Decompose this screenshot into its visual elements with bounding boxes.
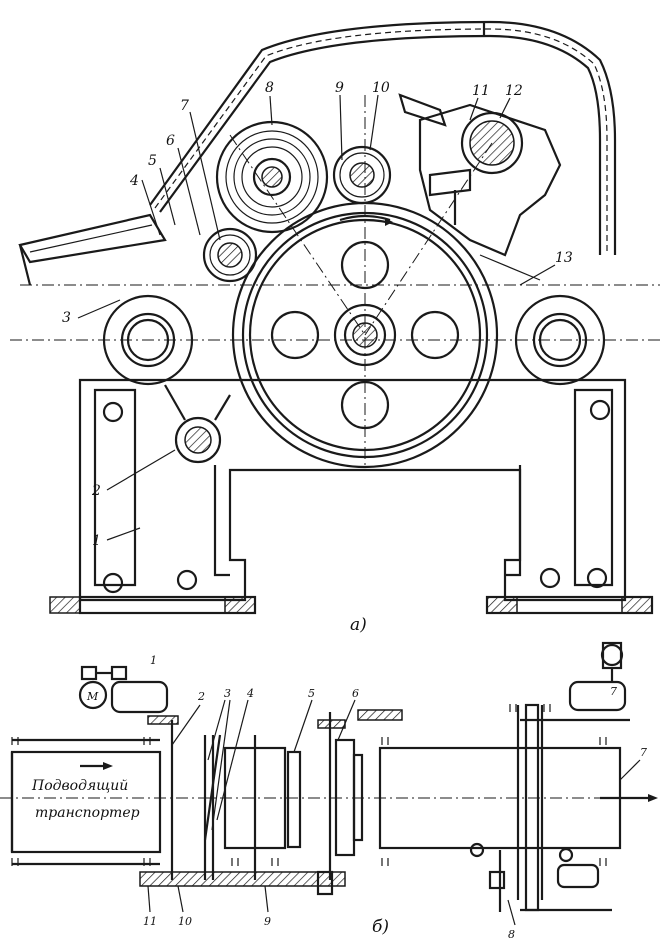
gear-2 [174, 416, 222, 464]
conveyor-label-2: транспортер [35, 805, 140, 821]
label-8: 8 [265, 80, 274, 96]
label-1: 1 [92, 533, 101, 549]
label-7: 7 [180, 98, 189, 114]
b-label-11: 11 [143, 915, 157, 928]
b-label-7b: 7 [640, 746, 647, 759]
label-3: 3 [62, 310, 71, 326]
b-label-5: 5 [308, 687, 315, 700]
roll-7 [202, 227, 258, 283]
bottom-labels: 1 2 3 4 5 6 7 7 8 9 10 11 M Подводящий т… [31, 654, 647, 941]
beater-housing [418, 103, 562, 257]
reducer-right [568, 680, 627, 712]
b-label-6: 6 [352, 687, 359, 700]
bottom-leaders [147, 699, 641, 926]
b-label-8: 8 [508, 928, 515, 941]
hood-inner [159, 34, 602, 255]
frame [78, 378, 627, 602]
motor-label: M [86, 690, 99, 703]
feed-trough [18, 213, 167, 264]
label-9: 9 [335, 80, 344, 96]
label-13: 13 [555, 250, 573, 266]
caption-b: б) [372, 917, 389, 937]
b-label-2: 2 [197, 690, 205, 703]
motor [78, 680, 108, 710]
label-12: 12 [505, 83, 523, 99]
hood-outer [149, 20, 617, 255]
label-10: 10 [372, 80, 390, 96]
roll-5 [286, 750, 302, 849]
bottom-view-drawing [0, 641, 660, 912]
label-4: 4 [129, 173, 139, 189]
label-6: 6 [166, 133, 175, 149]
b-label-7a: 7 [610, 685, 617, 698]
b-label-4: 4 [246, 687, 254, 700]
b-label-1: 1 [150, 654, 157, 667]
b-label-10: 10 [178, 915, 192, 928]
b-label-3: 3 [224, 687, 231, 700]
label-2: 2 [91, 483, 101, 499]
top-view-drawing [10, 20, 660, 615]
top-leaders [77, 94, 556, 541]
reducer-left [110, 680, 169, 714]
conveyor-label-1: Подводящий [31, 778, 128, 794]
roll-10 [332, 145, 392, 205]
b-label-9: 9 [264, 915, 271, 928]
caption-a: а) [350, 615, 367, 635]
gear-bar [139, 871, 346, 887]
label-11: 11 [472, 83, 490, 99]
top-labels: 1 2 3 4 5 6 7 8 9 10 11 12 13 а) [62, 80, 573, 635]
label-5: 5 [148, 153, 157, 169]
